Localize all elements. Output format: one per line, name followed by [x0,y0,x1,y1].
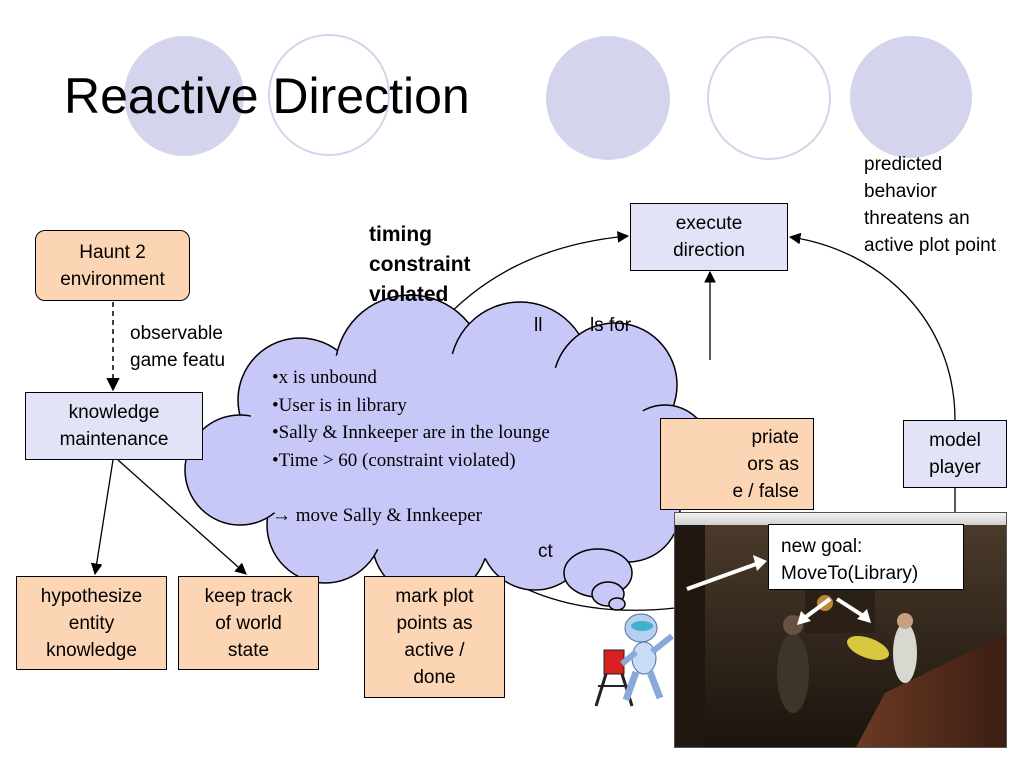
label-partial-top: ll ls for [534,315,632,336]
decor-circle-1 [124,36,244,156]
arrow-knowledge-to-world-state [117,459,247,575]
cloud-line: → move Sally & Innkeeper [272,504,483,526]
node-knowledge-maintenance: knowledge maintenance [25,392,203,460]
node-world-state: keep track of world state [178,576,319,670]
decor-circle-4 [707,36,831,160]
label-timing-constraint-violated: timing constraint violated [369,223,471,306]
node-mark-plot-points: mark plot points as active / done [364,576,505,698]
cloud-line: •User is in library [272,394,407,416]
thought-cloud-text: •x is unbound •User is in library •Sally… [272,364,550,529]
game-window-titlebar [675,513,1006,525]
director-robot-icon [594,613,674,707]
node-hypothesize-entity-knowledge: hypothesize entity knowledge [16,576,167,670]
cloud-line: •Sally & Innkeeper are in the lounge [272,422,550,443]
slide-title: Reactive Direction [64,68,470,124]
arrow-model-to-execute [788,232,956,421]
decor-circle-3 [546,36,670,160]
arrow-knowledge-to-hypothesize [90,459,114,576]
node-model-player: model player [903,420,1007,488]
label-observable-game-features: observable game featu [130,323,226,371]
decor-circle-2 [268,34,390,156]
node-execute-direction: execute direction [630,203,788,271]
label-predicted-behavior: predicted behavior threatens an active p… [864,154,997,256]
cloud-line: •Time > 60 (constraint violated) [272,449,516,471]
cloud-line: •x is unbound [272,367,377,388]
node-haunt-environment: Haunt 2 environment [35,230,190,301]
decor-circle-5 [850,36,972,158]
label-partial-ct: ct [538,541,553,562]
cloud-line [272,474,550,502]
new-goal-callout: new goal: MoveTo(Library) [768,524,964,590]
thought-dot-small [608,597,626,611]
node-predicates-partial: priate ors as e / false [660,418,814,510]
